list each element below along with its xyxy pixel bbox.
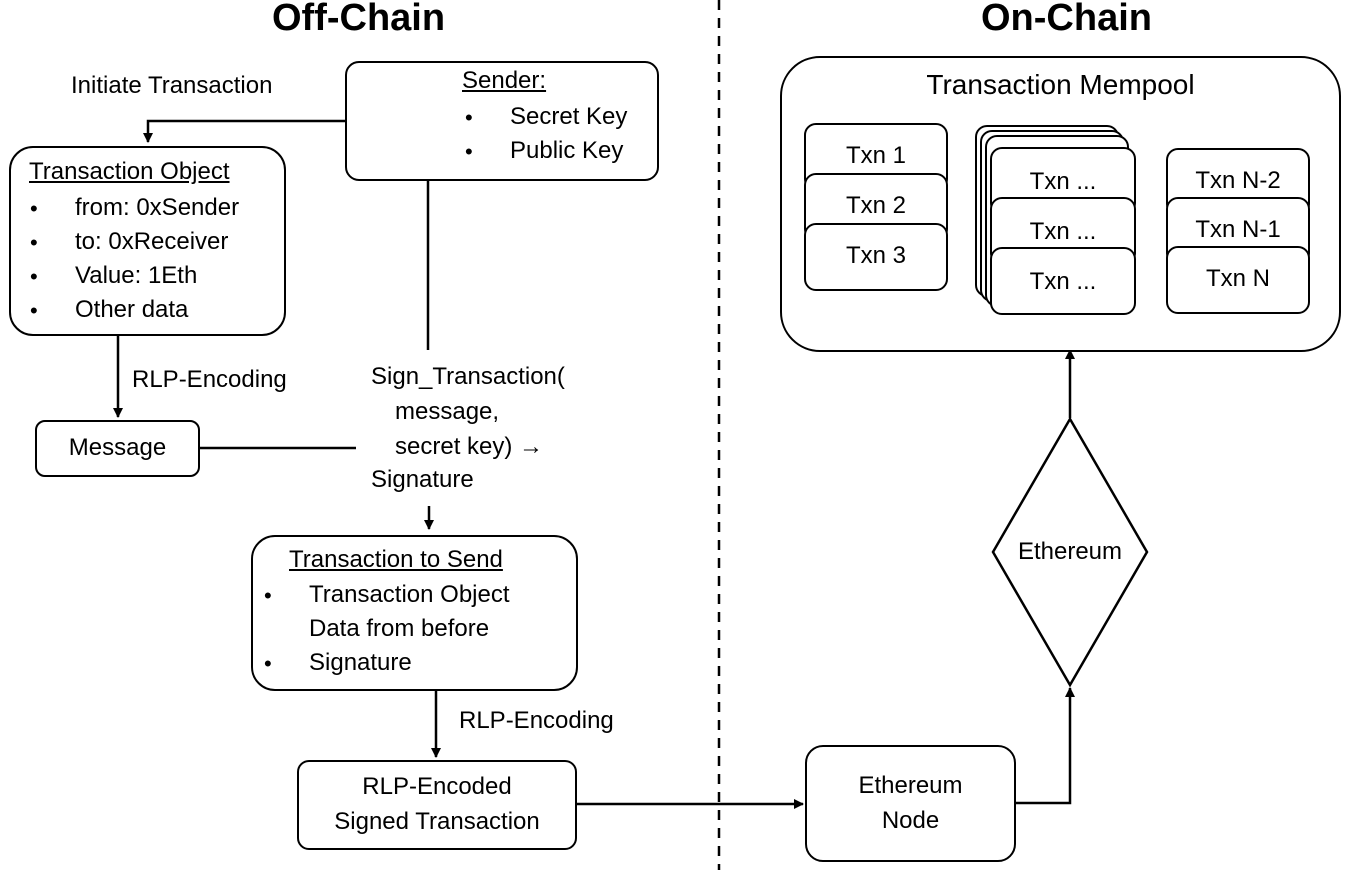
sender-title: Sender:: [462, 67, 547, 94]
ethereum-diamond: [991, 416, 1149, 688]
tx-object-bullet: •: [30, 230, 38, 255]
txn-middle-3: Txn ...: [990, 247, 1136, 315]
tx-object-item-to: to: 0xReceiver: [75, 228, 229, 255]
mempool-title: Transaction Mempool: [926, 69, 1195, 100]
tx-object-item-from: from: 0xSender: [75, 194, 240, 221]
tx-object-bullet: •: [30, 264, 38, 289]
txn-3: Txn 3: [804, 223, 948, 291]
transaction-to-send-title: Transaction to Send: [289, 546, 503, 573]
sign-line-4: Signature: [371, 466, 474, 493]
tx-object-item-other: Other data: [75, 296, 189, 323]
txn-n: Txn N: [1166, 246, 1310, 314]
initiate-transaction-label: Initiate Transaction: [71, 72, 273, 99]
tx-send-bullet: •: [264, 651, 272, 676]
txn-label: Txn N-1: [1195, 216, 1281, 243]
tx-send-item-data: Data from before: [309, 615, 490, 642]
ethereum-label: Ethereum: [1017, 538, 1123, 565]
message-label: Message: [68, 434, 167, 461]
txn-label: Txn N: [1205, 265, 1270, 292]
on-chain-heading: On-Chain: [981, 0, 1152, 39]
sender-item-secret-key: Secret Key: [510, 103, 628, 130]
rlp-encoding-label-2: RLP-Encoding: [459, 707, 614, 734]
transaction-object-title: Transaction Object: [29, 158, 230, 185]
sender-bullet: •: [465, 105, 473, 130]
sign-line-1: Sign_Transaction(: [371, 363, 565, 390]
sign-line-2: message,: [395, 398, 500, 425]
tx-send-bullet: •: [264, 583, 272, 608]
txn-label: Txn N-2: [1195, 167, 1281, 194]
transaction-to-send-box: [251, 535, 578, 691]
sender-bullet: •: [465, 139, 473, 164]
off-chain-heading: Off-Chain: [272, 0, 446, 39]
ethereum-node-box: [805, 745, 1016, 862]
ethereum-node-line-1: Ethereum: [858, 772, 963, 799]
txn-label: Txn ...: [1029, 268, 1097, 295]
rlp-encoded-box: [297, 760, 577, 850]
tx-send-item-object: Transaction Object: [309, 581, 510, 608]
tx-object-bullet: •: [30, 298, 38, 323]
arrow-node-to-ethereum: [1016, 687, 1075, 805]
message-box: Message: [35, 420, 200, 477]
txn-label: Txn ...: [1029, 168, 1097, 195]
txn-label: Txn 3: [845, 242, 907, 269]
rlp-encoded-line-2: Signed Transaction: [334, 808, 540, 835]
sender-box: [345, 61, 659, 181]
sender-item-public-key: Public Key: [510, 137, 624, 164]
tx-object-bullet: •: [30, 196, 38, 221]
arrow-initiate: [143, 119, 345, 143]
rlp-encoding-label-1: RLP-Encoding: [132, 366, 287, 393]
txn-label: Txn ...: [1029, 218, 1097, 245]
ethereum-node-line-2: Node: [881, 807, 940, 834]
sign-line-3: secret key) →: [395, 433, 544, 460]
txn-label: Txn 1: [845, 142, 907, 169]
rlp-encoded-line-1: RLP-Encoded: [362, 773, 512, 800]
txn-label: Txn 2: [845, 192, 907, 219]
tx-object-item-value: Value: 1Eth: [75, 262, 198, 289]
tx-send-item-signature: Signature: [309, 649, 412, 676]
transaction-object-box: [9, 146, 286, 336]
